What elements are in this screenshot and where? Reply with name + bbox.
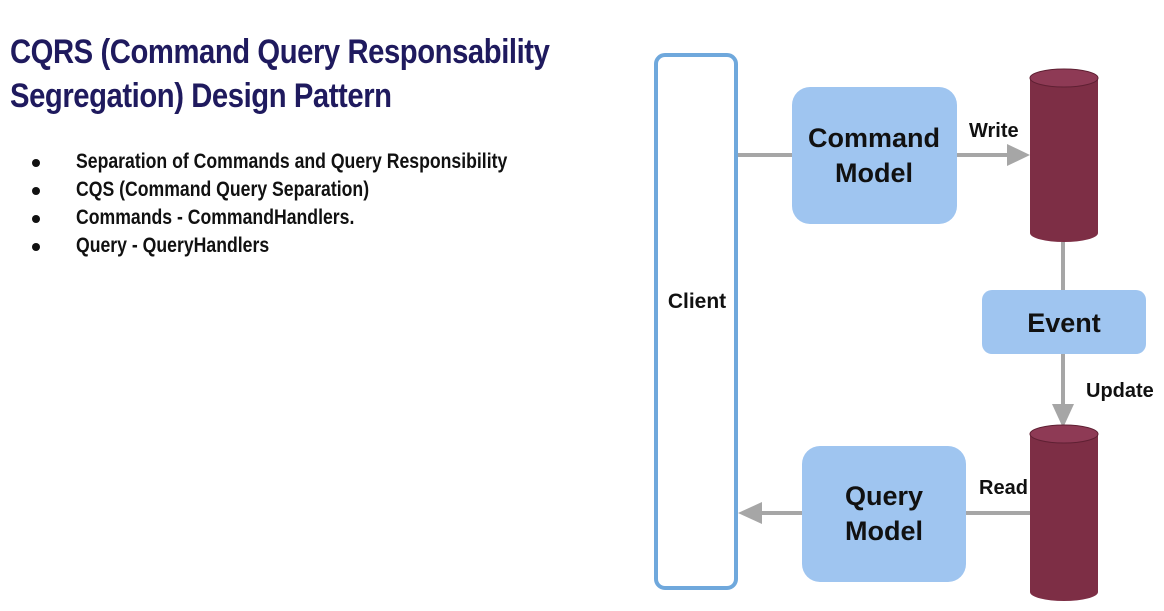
bullet-dot-icon — [32, 187, 40, 195]
bullet-text: CQS (Command Query Separation) — [76, 178, 370, 201]
event-box — [982, 290, 1146, 354]
page-title-line-2: Segregation) Design Pattern — [10, 77, 392, 115]
query-model-box — [802, 446, 966, 582]
read-database-icon — [1029, 424, 1099, 601]
command-model-box — [792, 87, 957, 224]
command-model-label-line-1: Command — [808, 123, 940, 153]
query-model-label-line-1: Query — [845, 481, 923, 511]
update-arrowhead-icon — [1052, 404, 1074, 428]
page-title: CQRS (Command Query Responsability Segre… — [10, 30, 550, 118]
write-label: Write — [969, 120, 1019, 142]
bullet-text: Query - QueryHandlers — [76, 234, 270, 257]
client-label: Client — [668, 290, 726, 313]
write-database-icon — [1029, 68, 1099, 242]
query-model-label-line-2: Model — [845, 516, 923, 546]
bullet-dot-icon — [32, 159, 40, 167]
event-label: Event — [1027, 308, 1101, 338]
write-arrowhead-icon — [1007, 144, 1030, 166]
bullet-text: Separation of Commands and Query Respons… — [76, 150, 508, 173]
client-box — [654, 53, 738, 590]
bullet-text: Commands - CommandHandlers. — [76, 206, 355, 229]
command-model-label-line-2: Model — [835, 158, 913, 188]
page-title-line-1: CQRS (Command Query Responsability — [10, 33, 550, 71]
read-label: Read — [979, 477, 1028, 499]
update-label: Update — [1086, 380, 1154, 402]
bullet-dot-icon — [32, 215, 40, 223]
query-to-client-arrowhead-icon — [738, 502, 762, 524]
bullet-dot-icon — [32, 243, 40, 251]
